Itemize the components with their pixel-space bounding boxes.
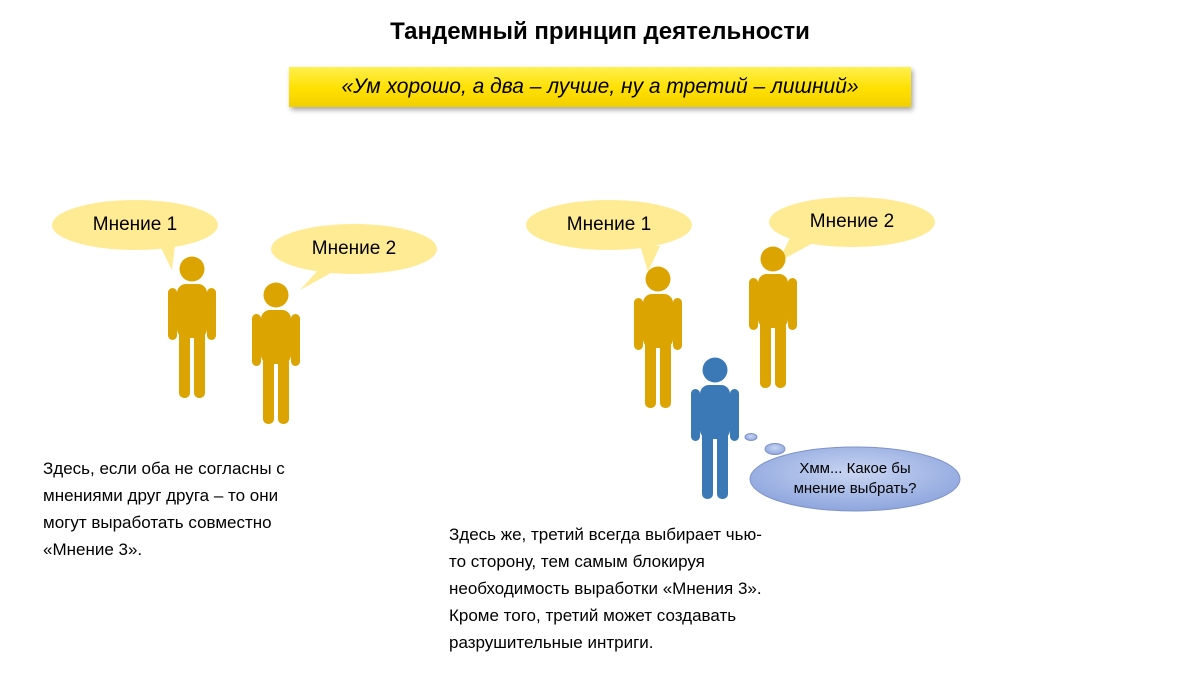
right-speech-bubble-2 [769,197,935,262]
right-caption: Здесь же, третий всегда выбирает чью- то… [449,521,762,656]
left-person-1 [168,256,216,398]
thought-bubble-text: Хмм... Какое бы мнение выбрать? [752,452,958,506]
thought-bubble [744,433,961,512]
caption-line: Здесь, если оба не согласны с [43,459,285,478]
third-person [691,357,739,499]
left-speech-bubble-2 [271,224,437,290]
left-speech-bubble-1 [52,200,218,270]
left-bubble-2-text: Мнение 2 [311,238,397,259]
left-caption: Здесь, если оба не согласны с мнениями д… [43,455,285,563]
right-bubble-2-text: Мнение 2 [809,211,895,232]
caption-line: необходимость выработки «Мнения 3». [449,579,762,598]
caption-line: «Мнение 3». [43,540,143,559]
right-bubble-1-text: Мнение 1 [566,214,652,235]
thought-line: мнение выбрать? [793,480,917,497]
thought-line: Хмм... Какое бы [799,460,911,477]
caption-line: то сторону, тем самым блокируя [449,552,705,571]
quote-banner: «Ум хорошо, а два – лучше, ну а третий –… [289,67,911,107]
caption-line: мнениями друг друга – то они [43,486,279,505]
right-speech-bubble-1 [526,200,692,272]
left-person-2 [252,282,300,424]
quote-text: «Ум хорошо, а два – лучше, ну а третий –… [341,75,859,98]
caption-line: могут выработать совместно [43,513,272,532]
caption-line: Здесь же, третий всегда выбирает чью- [449,525,762,544]
slide-title: Тандемный принцип деятельности [390,18,810,45]
right-person-1 [634,266,682,408]
right-person-2 [749,246,797,388]
caption-line: разрушительные интриги. [449,633,654,652]
caption-line: Кроме того, третий может создавать [449,606,737,625]
left-bubble-1-text: Мнение 1 [92,214,178,235]
